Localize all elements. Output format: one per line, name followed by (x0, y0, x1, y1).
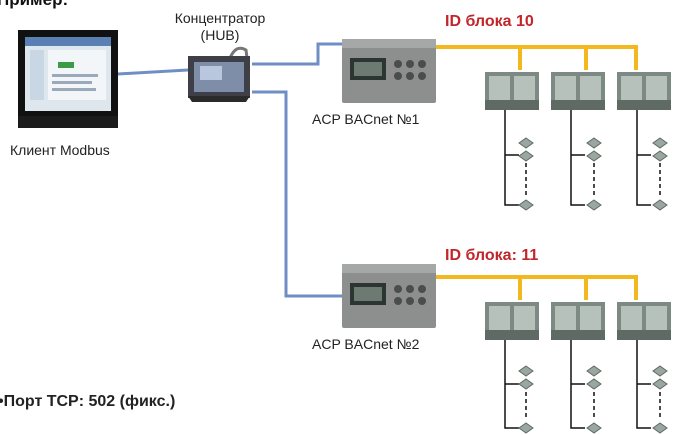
acp2-label: ACP BACnet №2 (312, 336, 420, 352)
indoor-unit-icon (586, 199, 602, 211)
indoor-unit-icon (652, 137, 668, 149)
indoor-unit-icon (652, 199, 668, 211)
indoor-unit-icon (518, 199, 534, 211)
monitor-icon (18, 30, 118, 128)
indoor-units (518, 137, 668, 434)
indoor-unit-icon (586, 150, 602, 162)
cable-hub-acp2 (252, 90, 342, 298)
indoor-unit-icon (652, 378, 668, 390)
indoor-unit-icon (652, 422, 668, 434)
indoor-unit-icon (652, 365, 668, 377)
indoor-unit-icon (518, 365, 534, 377)
acp1-label: ACP BACnet №1 (312, 111, 420, 127)
acp-controller-icon-1 (342, 39, 436, 103)
bus-group-2 (436, 275, 638, 300)
indoor-unit-icon (586, 365, 602, 377)
client-label: Клиент Modbus (10, 142, 110, 158)
hub-icon (188, 46, 250, 102)
indoor-wiring-1-dashed (525, 163, 661, 197)
hub-label-line1: Концентратор (174, 10, 266, 26)
outdoor-unit-icon (617, 302, 671, 340)
indoor-unit-icon (518, 150, 534, 162)
page-heading: Пример: (0, 0, 68, 10)
port-note: •Порт TCP: 502 (фикс.) (0, 393, 176, 410)
acp2-id-label: ID блока: 11 (445, 247, 539, 264)
indoor-unit-icon (652, 150, 668, 162)
indoor-wiring-2-dashed (525, 392, 661, 420)
indoor-unit-icon (586, 378, 602, 390)
network-cables (117, 42, 342, 298)
cable-client-hub (117, 68, 189, 76)
bus-group-1 (436, 45, 638, 70)
acp1-id-label: ID блока 10 (445, 13, 534, 30)
outdoor-unit-icon (485, 72, 539, 110)
hub-label-line2: (HUB) (200, 27, 240, 43)
indoor-unit-icon (518, 378, 534, 390)
acp-controller-icon-2 (342, 264, 436, 328)
outdoor-unit-icon (617, 72, 671, 110)
indoor-unit-icon (518, 422, 534, 434)
outdoor-unit-icon (485, 302, 539, 340)
indoor-wiring-2 (504, 340, 651, 429)
outdoor-unit-icon (551, 302, 605, 340)
indoor-unit-icon (518, 137, 534, 149)
cable-hub-acp1 (252, 42, 342, 66)
indoor-unit-icon (586, 137, 602, 149)
indoor-wiring-1 (504, 110, 651, 206)
hub-label: Концентратор (HUB) (170, 10, 270, 44)
indoor-unit-icon (586, 422, 602, 434)
outdoor-unit-icon (551, 72, 605, 110)
